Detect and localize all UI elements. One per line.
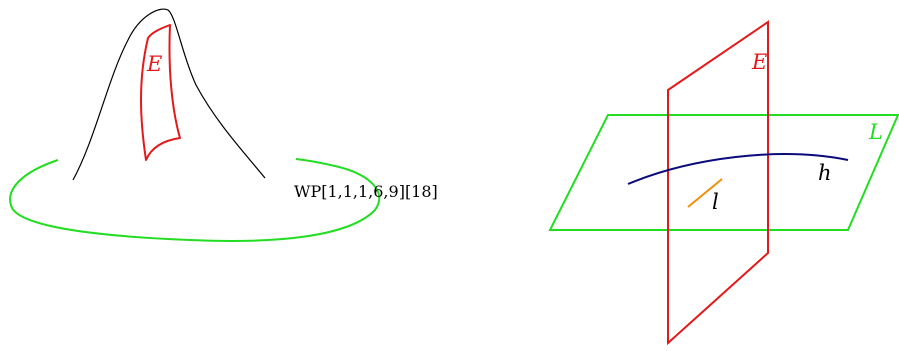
right-panel: E L h l xyxy=(548,20,899,346)
left-panel: E WP[1,1,1,6,9][18] xyxy=(9,8,438,242)
divisor-label-e-right: E xyxy=(751,50,767,74)
line-label-l: l xyxy=(712,190,719,214)
plane-l xyxy=(548,114,899,231)
weighted-projective-space-label: WP[1,1,1,6,9][18] xyxy=(294,182,438,201)
divisor-strip-e xyxy=(140,24,181,161)
plane-label-l: L xyxy=(868,120,883,144)
divisor-label-e-left: E xyxy=(146,52,162,76)
curve-h xyxy=(627,153,849,185)
green-loop xyxy=(9,158,381,242)
plane-e xyxy=(667,20,769,346)
peaked-surface xyxy=(72,8,266,181)
curve-label-h: h xyxy=(818,161,832,185)
line-l xyxy=(687,178,723,208)
